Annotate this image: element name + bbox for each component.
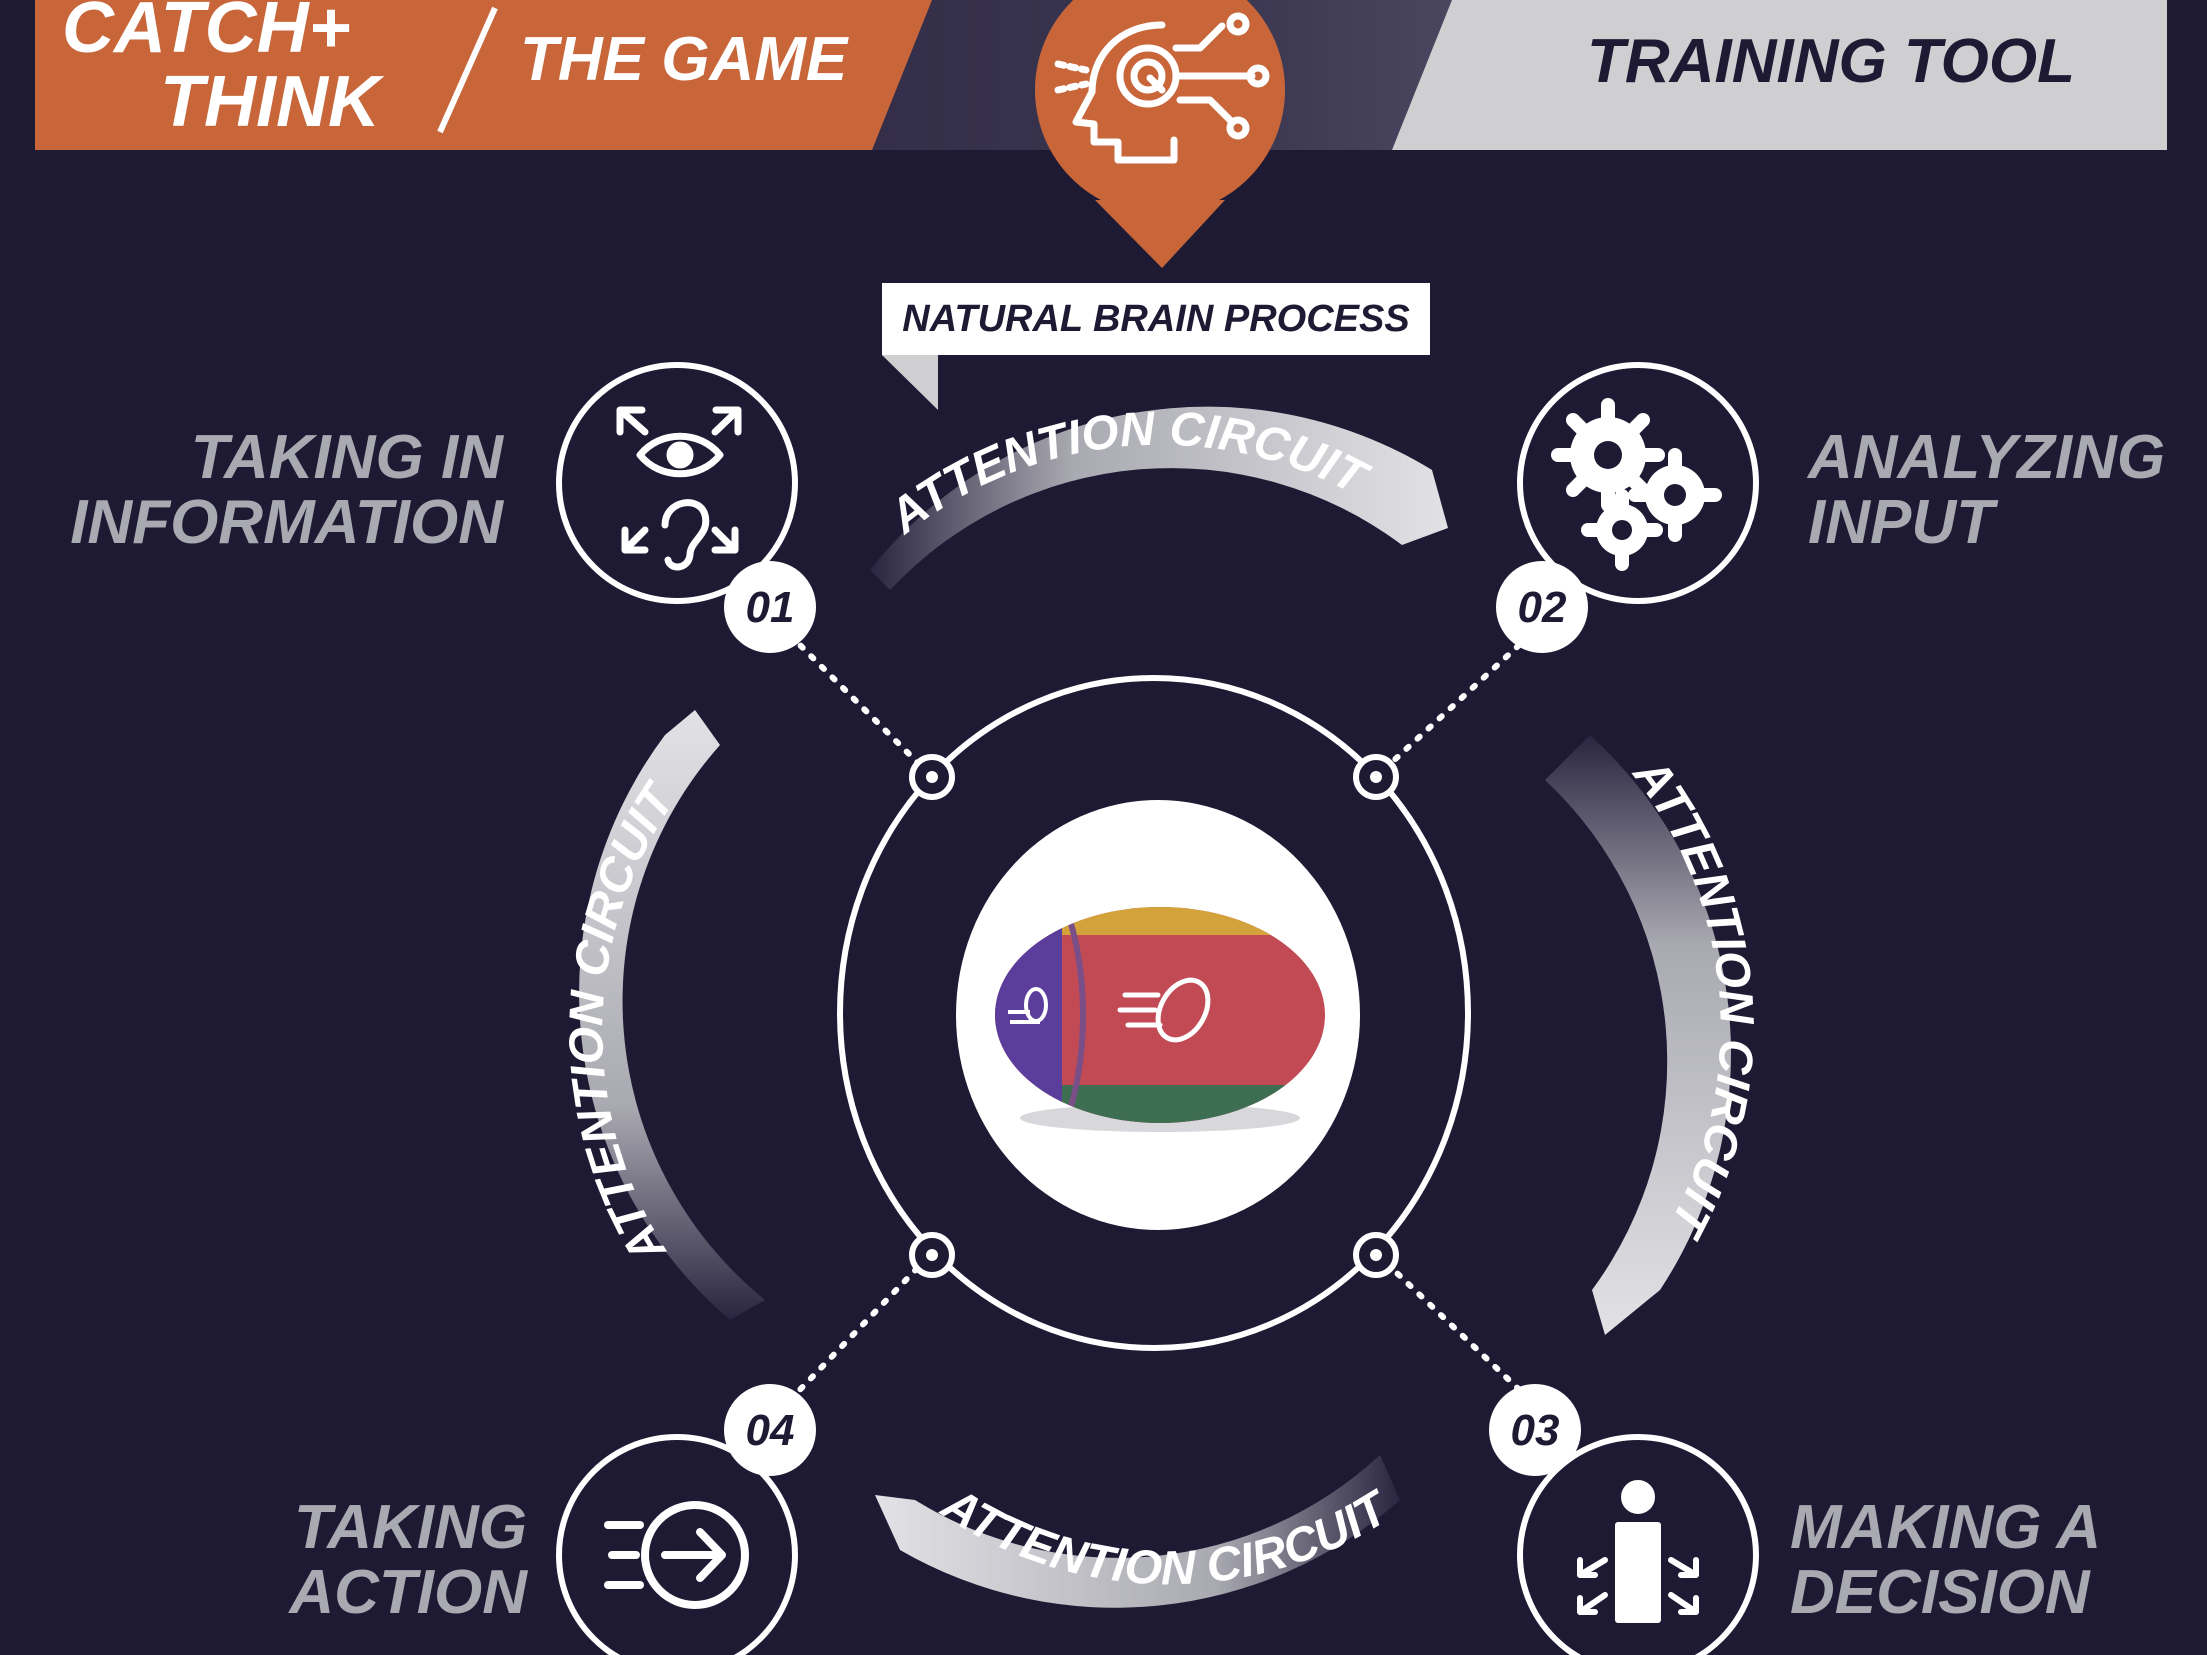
ball-emblem-icon [1117,977,1211,1043]
brain-circuit-icon [1054,12,1270,164]
step-title-line1: TAKING IN [191,423,504,492]
rugby-ball [956,800,1360,1230]
step-02: 02 ANALYZING INPUT [1496,362,2165,653]
attention-arc-right: ATTENTION CIRCUIT [1545,735,1763,1335]
step-title-line2: DECISION [1790,1558,2091,1627]
step-title-line1: ANALYZING [1806,423,2165,492]
step-title-line2: INFORMATION [70,488,504,557]
logo-line1: CATCH+ [62,0,351,68]
process-label: NATURAL BRAIN PROCESS [902,298,1409,340]
connector-lines [787,632,1533,1403]
process-label-box: NATURAL BRAIN PROCESS [882,283,1430,410]
ball-side-emblem-icon [1008,987,1048,1024]
step-01: 01 TAKING IN INFORMATION [70,362,816,653]
logo-line2: THINK [160,62,385,142]
logo: CATCH+ THINK [62,0,385,142]
game-label: THE GAME [520,25,849,94]
step-title-line1: TAKING [294,1493,527,1562]
arrow-right-icon [604,1501,749,1609]
step-number: 04 [746,1406,795,1455]
person-arrows-icon [1577,1480,1699,1623]
attention-arc-top: ATTENTION CIRCUIT [870,402,1448,590]
step-04: 04 TAKING ACTION [287,1384,816,1655]
ring-node [909,754,955,800]
gears-icon [1551,398,1722,571]
center-ring [837,675,1471,1351]
ring-node [909,1232,955,1278]
step-title-line1: MAKING A [1790,1493,2101,1562]
attention-arc-bottom: ATTENTION CIRCUIT [875,1455,1400,1608]
brain-badge [1035,0,1285,268]
step-number: 01 [746,583,795,632]
step-03: 03 MAKING A DECISION [1489,1384,2101,1655]
step-title-line2: INPUT [1808,488,1999,557]
header-divider [437,6,498,134]
attention-arc-left: ATTENTION CIRCUIT [560,710,765,1320]
eye-ear-icon [616,406,742,571]
step-number: 03 [1511,1406,1560,1455]
tool-label: TRAINING TOOL [1587,27,2075,96]
ring-node [1353,754,1399,800]
step-number: 02 [1518,583,1567,632]
ring-node [1353,1232,1399,1278]
step-title-line2: ACTION [287,1558,528,1627]
